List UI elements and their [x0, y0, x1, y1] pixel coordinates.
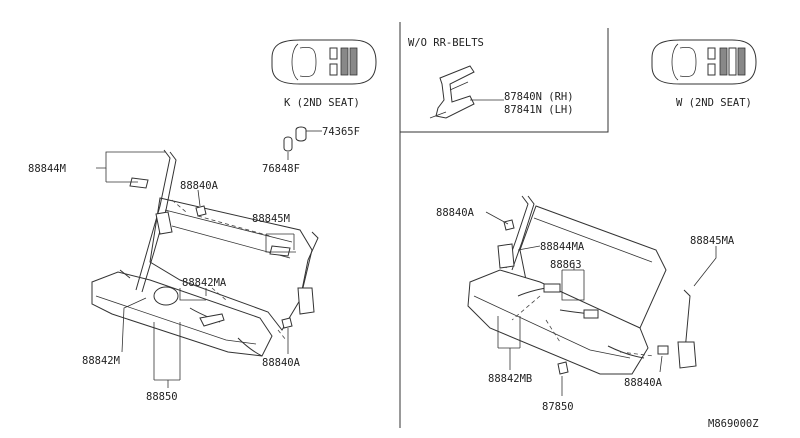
- center-box-title: W/O RR-BELTS: [408, 37, 484, 49]
- part-88842M-label: 88842M: [82, 355, 120, 367]
- left-seat-label: K (2ND SEAT): [284, 97, 360, 109]
- right-seat-label: W (2ND SEAT): [676, 97, 752, 109]
- panel-separators: [399, 22, 609, 428]
- left-leader-lines: [96, 130, 322, 388]
- part-88840A-label-right-bottom: 88840A: [624, 377, 663, 389]
- part-88844M-label: 88844M: [28, 163, 66, 175]
- part-88850-label: 88850: [146, 391, 178, 403]
- part-74365F-label: 74365F: [322, 126, 360, 138]
- part-88844MA-label: 88844MA: [540, 241, 585, 253]
- diagram-id: M869000Z: [708, 418, 759, 430]
- part-88845MA-label: 88845MA: [690, 235, 735, 247]
- car-top-view-icon-left: [271, 39, 377, 85]
- part-88840A-label-left-bottom: 88840A: [262, 357, 301, 369]
- part-88863-label: 88863: [550, 259, 582, 271]
- part-76848F-label: 76848F: [262, 163, 300, 175]
- part-88845M-label: 88845M: [252, 213, 290, 225]
- part-87840N-label: 87840N (RH): [504, 91, 574, 103]
- part-88842MA-label: 88842MA: [182, 277, 227, 289]
- part-88840A-label-left-top: 88840A: [180, 180, 219, 192]
- right-leader-lines: [485, 211, 717, 396]
- part-88840A-label-right-top: 88840A: [436, 207, 475, 219]
- bracket-cover-icon: [429, 65, 475, 119]
- part-88842MB-label: 88842MB: [488, 373, 532, 385]
- left-seat-illustration: [91, 126, 319, 357]
- part-87841N-label: 87841N (LH): [504, 104, 574, 116]
- car-top-view-icon-right: [651, 39, 757, 85]
- part-87850-label: 87850: [542, 401, 574, 413]
- right-seat-illustration: [467, 195, 697, 375]
